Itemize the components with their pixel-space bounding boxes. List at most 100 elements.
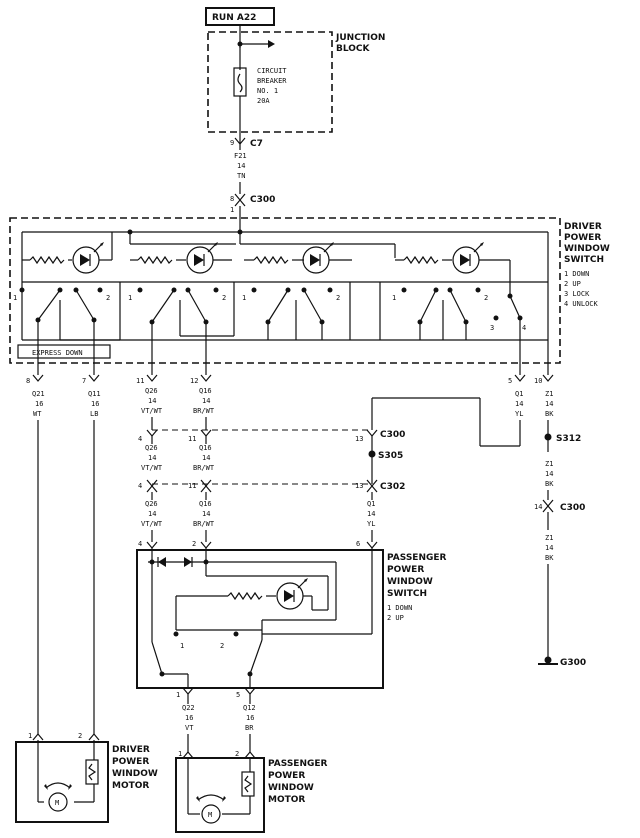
passenger-switch-title-4: SWITCH [387, 589, 427, 599]
wire-color: VT/WT [141, 464, 163, 472]
express-down-box [17, 344, 111, 359]
driver-motor-title: DRIVER [112, 745, 150, 755]
contact-label: 2 [336, 294, 340, 302]
wire-circuit: Z1 [545, 460, 553, 468]
arrow-right-icon [268, 40, 275, 48]
wire-circuit: Q11 [88, 390, 101, 398]
wire-circuit: Q22 [182, 704, 195, 712]
breaker-rating: 20A [257, 97, 270, 105]
driver-motor-title-2: POWER [112, 757, 149, 767]
driver-output-wires: 8 Q21 16 WT 7 Q11 16 LB 11 Q26 14 VT/WT … [26, 340, 554, 734]
passenger-illumination-lamp [175, 578, 328, 630]
passenger-switch-pin: 6 [356, 540, 360, 548]
wire-pin: 7 [82, 377, 86, 385]
contact-label: 2 [222, 294, 226, 302]
contact-label: 2 [484, 294, 488, 302]
passenger-switch-pin: 2 [192, 540, 196, 548]
illumination-lamp-3 [244, 242, 352, 274]
illumination-lamp-2 [130, 242, 232, 274]
driver-switch-title-4: SWITCH [564, 255, 604, 265]
motor-pin: 1 [178, 750, 182, 758]
wire-color: BK [545, 554, 554, 562]
wire-circuit: Q26 [145, 387, 158, 395]
diode-icon [158, 557, 166, 567]
breaker-number: NO. 1 [257, 87, 278, 95]
wire-gauge: 14 [148, 397, 156, 405]
c302-pin: 11 [188, 482, 196, 490]
contact-label: 1 [180, 642, 184, 650]
connector-c302-label: C302 [380, 482, 405, 492]
wire-gauge: 16 [246, 714, 254, 722]
wire-color: BR [245, 724, 254, 732]
connector-c300-label: C300 [560, 503, 585, 513]
wire-color: BR/WT [193, 520, 215, 528]
driver-power-window-switch: DRIVER POWER WINDOW SWITCH 1 DOWN 2 UP 3… [9, 217, 610, 375]
wire-color: BR/WT [193, 464, 215, 472]
wire-color: VT/WT [141, 407, 163, 415]
c302-pin: 4 [138, 482, 142, 490]
contact-label: 1 [13, 294, 17, 302]
wire-gauge: 14 [515, 400, 523, 408]
wire-circuit: Z1 [545, 534, 553, 542]
thermal-breaker-icon [85, 759, 99, 785]
wire-circuit: Q12 [243, 704, 256, 712]
wire-color: BK [545, 410, 554, 418]
passenger-motor-title-2: POWER [268, 771, 305, 781]
motor-pin: 1 [28, 732, 32, 740]
passenger-motor-title-4: MOTOR [268, 795, 305, 805]
ground-g300-label: G300 [560, 658, 586, 668]
passenger-switch-title-3: WINDOW [387, 577, 433, 587]
splice-s312-label: S312 [556, 434, 581, 444]
wire-gauge: 14 [367, 510, 375, 518]
wire-gauge: 16 [35, 400, 43, 408]
wire-circuit: Z1 [545, 390, 553, 398]
legend-item: 1 DOWN [387, 604, 412, 612]
driver-switch-title-2: POWER [564, 233, 601, 243]
switch-rear-right-window [379, 282, 481, 340]
motor-icon [48, 792, 68, 812]
express-down-label: EXPRESS DOWN [32, 349, 83, 357]
driver-switch-title: DRIVER [564, 222, 602, 232]
passenger-switch-pin: 4 [138, 540, 142, 548]
wire-circuit: Q16 [199, 500, 212, 508]
run-a22-label: RUN A22 [212, 13, 256, 23]
legend-item: 3 LOCK [564, 290, 590, 298]
c300-pin: 8 [230, 195, 234, 203]
wire-pin: 10 [534, 377, 542, 385]
breaker-label-2: BREAKER [257, 77, 287, 85]
passenger-switch-title: PASSENGER [387, 553, 447, 563]
wire-pin: 5 [508, 377, 512, 385]
contact-label: 2 [106, 294, 110, 302]
illumination-lamp-4 [395, 242, 511, 274]
c300-pin: 11 [188, 435, 196, 443]
legend-item: 2 UP [564, 280, 581, 288]
passenger-motor-title: PASSENGER [268, 759, 328, 769]
contact-label: 1 [392, 294, 396, 302]
wire-circuit: Q1 [367, 500, 375, 508]
wire-circuit: Q26 [145, 500, 158, 508]
passenger-output-wires: 1 Q22 16 VT 5 Q12 16 BR [176, 687, 256, 752]
wire-circuit: Q21 [32, 390, 45, 398]
wire-color: VT/WT [141, 520, 163, 528]
diode-icon [184, 557, 192, 567]
wire-gauge: 14 [237, 162, 245, 170]
wire-color: BK [545, 480, 554, 488]
wire-gauge: 14 [148, 510, 156, 518]
wire-pin: 8 [26, 377, 30, 385]
wire-gauge: 16 [185, 714, 193, 722]
contact-label: 1 [128, 294, 132, 302]
contact-label: 4 [522, 324, 526, 332]
splice-icon [368, 450, 376, 458]
wire-color: TN [237, 172, 245, 180]
passenger-switch-title-2: POWER [387, 565, 424, 575]
switch-driver-window [19, 282, 121, 352]
connector-icon [234, 199, 246, 207]
junction-block: JUNCTION BLOCK CIRCUIT BREAKER NO. 1 20A [207, 31, 385, 133]
splice-icon [544, 433, 552, 441]
wire-gauge: 14 [545, 400, 553, 408]
wire-color: BR/WT [193, 407, 215, 415]
connector-c300-label: C300 [380, 430, 405, 440]
driver-power-window-motor: 1 2 DRIVER POWER WINDOW MOTOR M [15, 732, 158, 823]
switch-rear-left-window [251, 282, 351, 340]
